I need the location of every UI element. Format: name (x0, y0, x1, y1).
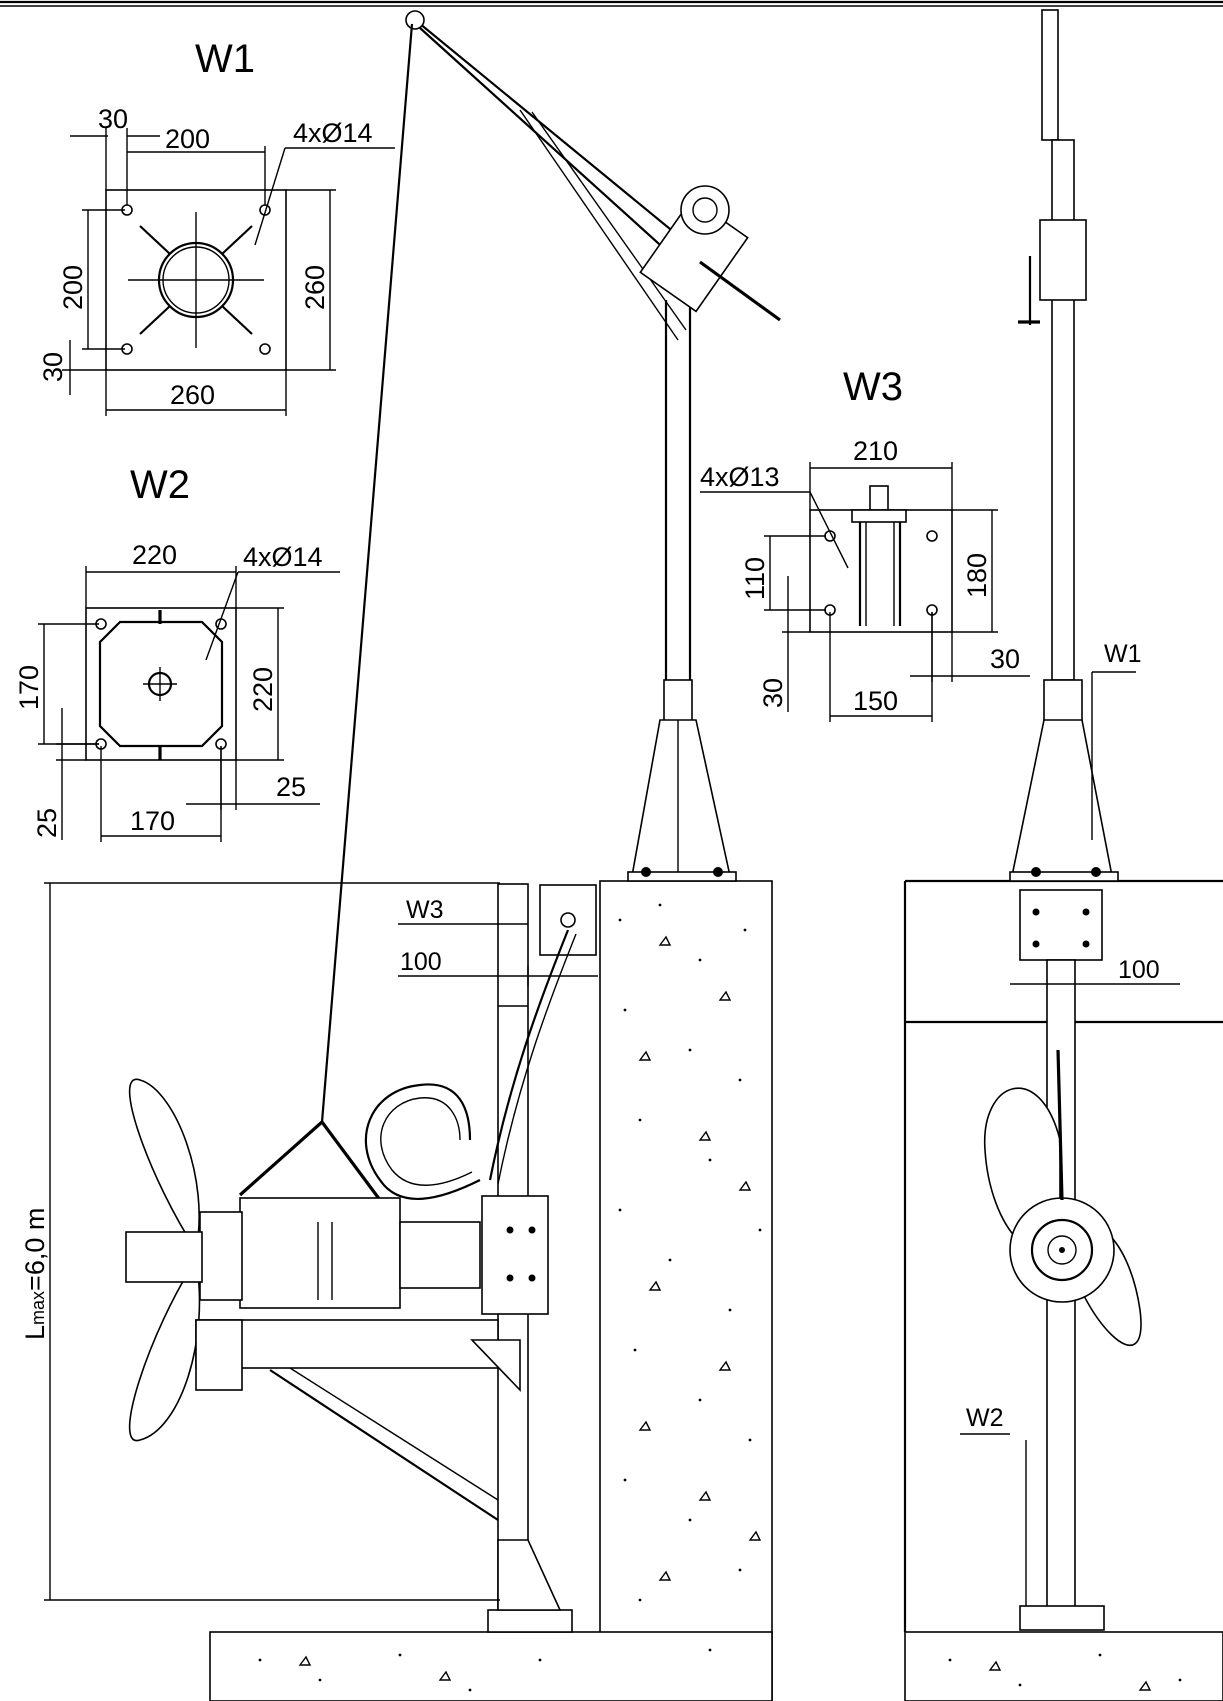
max-length-label-l: L (20, 1325, 50, 1340)
w3-dim-plate-width: 210 (853, 436, 898, 466)
w3-dim-plate-height: 180 (962, 553, 992, 598)
side-dim-wall-distance: 100 (400, 948, 442, 976)
w2-holes-label: 4xØ14 (243, 542, 323, 572)
max-length-label-sub: max (28, 1291, 48, 1325)
side-ref-w3: W3 (406, 896, 444, 924)
concrete-structures (209, 879, 1223, 1701)
detail-w2: W2 220 4xØ14 170 220 25 (14, 463, 340, 842)
w1-dim-hole-spacing-y: 200 (58, 265, 88, 310)
concrete-floor-right (904, 1631, 1223, 1701)
w3-dim-hole-spacing-x: 150 (853, 686, 898, 716)
w2-dim-plate-width: 220 (132, 540, 177, 570)
w3-dim-edge-offset-x: 30 (990, 644, 1020, 674)
mixer-side-view (125, 883, 597, 1633)
w3-dim-edge-offset-y: 30 (758, 678, 788, 708)
frame-top-border (0, 0, 1223, 7)
w1-title: W1 (195, 37, 255, 81)
detail-w1: W1 30 200 4xØ14 200 (38, 37, 395, 416)
concrete-wall (599, 880, 773, 1701)
front-ref-w1: W1 (1104, 640, 1142, 668)
w3-holes-label: 4xØ13 (700, 462, 780, 492)
w1-dim-plate-height: 260 (300, 265, 330, 310)
w1-dim-hole-spacing-x: 200 (165, 124, 210, 154)
concrete-floor-left (209, 1631, 773, 1701)
front-dim-wall-distance: 100 (1118, 956, 1160, 984)
w1-dim-edge-offset: 30 (98, 104, 128, 134)
w2-dim-hole-spacing-y: 170 (14, 665, 44, 710)
w2-dim-hole-spacing-x: 170 (130, 806, 175, 836)
w2-dim-plate-height: 220 (248, 667, 278, 712)
w3-title: W3 (843, 365, 903, 409)
max-length-label-rest: =6,0 m (20, 1208, 50, 1291)
front-view: W1 100 W2 (960, 9, 1180, 1631)
side-view-annotations: W3 100 Lmax=6,0 m (20, 882, 598, 1601)
w2-dim-edge-offset-y: 25 (32, 808, 62, 838)
max-length-label: Lmax=6,0 m (20, 1208, 50, 1340)
davit-crane (320, 10, 781, 1123)
detail-w3: W3 210 4xØ13 110 30 180 (700, 365, 1030, 722)
w1-holes-label: 4xØ14 (293, 118, 373, 148)
w3-dim-hole-spacing-y: 110 (740, 557, 770, 600)
w1-dim-edge-offset-y: 30 (38, 352, 68, 382)
w1-dim-plate-width: 260 (170, 380, 215, 410)
w2-dim-edge-offset-x: 25 (276, 772, 306, 802)
front-ref-w2: W2 (966, 1404, 1004, 1432)
w2-title: W2 (130, 463, 190, 507)
